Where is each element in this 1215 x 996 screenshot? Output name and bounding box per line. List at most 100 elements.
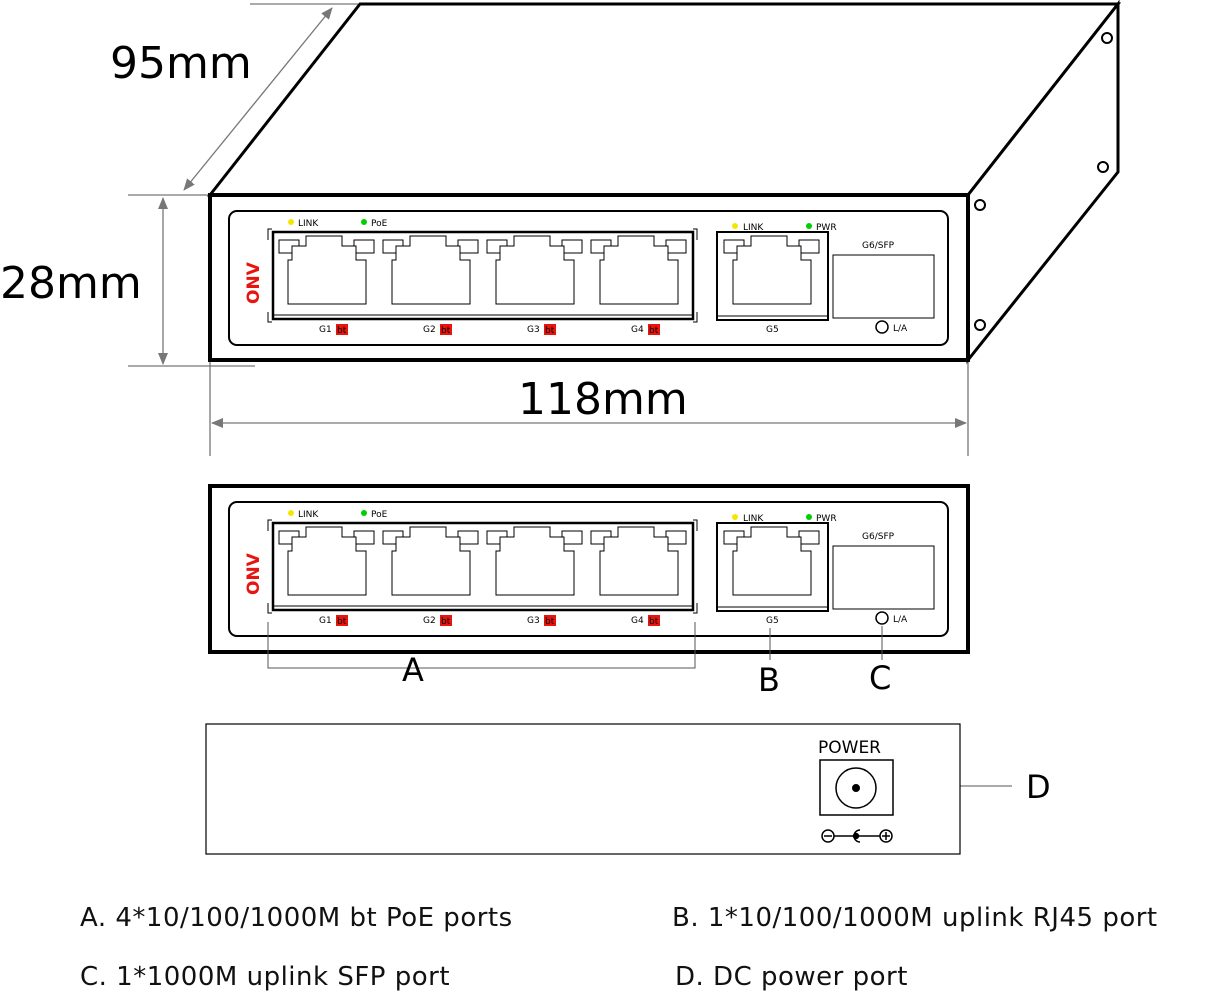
bt-badge bbox=[336, 615, 348, 626]
bt-badge-label: bt bbox=[337, 326, 347, 336]
bt-badge-label: bt bbox=[441, 617, 451, 627]
sfp-label: G6/SFP bbox=[862, 532, 895, 542]
bt-badge-label: bt bbox=[545, 326, 555, 336]
poe-led-icon bbox=[361, 510, 367, 516]
power-label: POWER bbox=[818, 738, 881, 758]
bt-badge-label: bt bbox=[441, 326, 451, 336]
sfp-port bbox=[832, 545, 935, 610]
poe-port-frame bbox=[271, 230, 695, 321]
port-bracket bbox=[267, 519, 698, 614]
led-window bbox=[665, 530, 687, 545]
port-label: G4 bbox=[631, 616, 644, 626]
caption-a: A. 4*10/100/1000M bt PoE ports bbox=[80, 903, 513, 933]
port-label: G1 bbox=[319, 616, 332, 626]
bt-badge-label: bt bbox=[649, 326, 659, 336]
pwr-led-icon bbox=[806, 223, 812, 229]
screw-icon bbox=[974, 199, 986, 211]
g5-label: G5 bbox=[766, 325, 779, 335]
led-window bbox=[665, 239, 687, 254]
led-window bbox=[353, 530, 375, 545]
screw-icon bbox=[1101, 32, 1113, 44]
polarity-icon bbox=[821, 829, 893, 843]
bt-badge bbox=[544, 615, 556, 626]
dc-power-jack bbox=[819, 759, 894, 816]
bt-badge-label: bt bbox=[545, 617, 555, 627]
led-window bbox=[798, 530, 820, 545]
link-led-icon bbox=[288, 219, 294, 225]
led-window bbox=[457, 239, 479, 254]
link-label: LINK bbox=[743, 223, 764, 233]
caption-d: D. DC power port bbox=[675, 962, 908, 992]
la-label: L/A bbox=[893, 324, 908, 334]
led-window bbox=[561, 530, 583, 545]
screw-icon bbox=[974, 319, 986, 331]
bt-badge-label: bt bbox=[649, 617, 659, 627]
pwr-led-icon bbox=[806, 514, 812, 520]
poe-label: PoE bbox=[371, 510, 388, 520]
bt-badge bbox=[544, 324, 556, 335]
callout-d: D bbox=[1026, 768, 1051, 806]
poe-port-2 bbox=[382, 235, 479, 305]
port-label: G2 bbox=[423, 325, 436, 335]
port-label: G4 bbox=[631, 325, 644, 335]
link-label: LINK bbox=[298, 510, 319, 520]
bt-badge bbox=[440, 324, 452, 335]
rj45-socket bbox=[391, 526, 471, 596]
poe-port-4 bbox=[590, 526, 687, 596]
poe-port-3 bbox=[486, 526, 583, 596]
bt-badge bbox=[336, 324, 348, 335]
port-label: G3 bbox=[527, 616, 540, 626]
callout-b: B bbox=[758, 661, 780, 699]
brand-logo: ONV bbox=[244, 261, 264, 304]
rj45-socket bbox=[732, 235, 812, 305]
rj45-socket bbox=[495, 526, 575, 596]
rj45-socket bbox=[599, 526, 679, 596]
led-window bbox=[798, 239, 820, 254]
la-label: L/A bbox=[893, 615, 908, 625]
uplink-port-frame bbox=[716, 231, 829, 321]
port-label: G1 bbox=[319, 325, 332, 335]
poe-port-4 bbox=[590, 235, 687, 305]
led-window bbox=[353, 239, 375, 254]
g5-label: G5 bbox=[766, 616, 779, 626]
sfp-port bbox=[832, 254, 935, 319]
link-label: LINK bbox=[743, 514, 764, 524]
link-label: LINK bbox=[298, 219, 319, 229]
callout-a: A bbox=[402, 651, 424, 689]
poe-port-3 bbox=[486, 235, 583, 305]
la-led-icon bbox=[875, 611, 889, 625]
pwr-label: PWR bbox=[816, 514, 837, 524]
uplink-rj45-port bbox=[723, 235, 820, 305]
poe-led-icon bbox=[361, 219, 367, 225]
led-window bbox=[457, 530, 479, 545]
poe-label: PoE bbox=[371, 219, 388, 229]
poe-port-1 bbox=[278, 235, 375, 305]
brand-logo: ONV bbox=[244, 552, 264, 595]
poe-port-frame bbox=[271, 521, 695, 612]
rj45-socket bbox=[732, 526, 812, 596]
link-led-icon bbox=[732, 514, 738, 520]
bt-badge bbox=[648, 615, 660, 626]
depth-dimension: 95mm bbox=[110, 38, 252, 89]
la-led-icon bbox=[875, 320, 889, 334]
rj45-socket bbox=[495, 235, 575, 305]
width-dimension: 118mm bbox=[518, 374, 688, 425]
side-screws bbox=[974, 32, 1113, 331]
bt-badge bbox=[440, 615, 452, 626]
link-led-icon bbox=[732, 223, 738, 229]
uplink-rj45-port bbox=[723, 526, 820, 596]
callout-c: C bbox=[869, 659, 891, 697]
back-panel bbox=[205, 723, 961, 855]
bt-badge-label: bt bbox=[337, 617, 347, 627]
screw-icon bbox=[1097, 161, 1109, 173]
sfp-label: G6/SFP bbox=[862, 241, 895, 251]
dimension-lines bbox=[128, 3, 969, 456]
rj45-socket bbox=[287, 526, 367, 596]
rj45-socket bbox=[391, 235, 471, 305]
top-face bbox=[206, 2, 1122, 197]
bt-badge bbox=[648, 324, 660, 335]
led-window bbox=[561, 239, 583, 254]
